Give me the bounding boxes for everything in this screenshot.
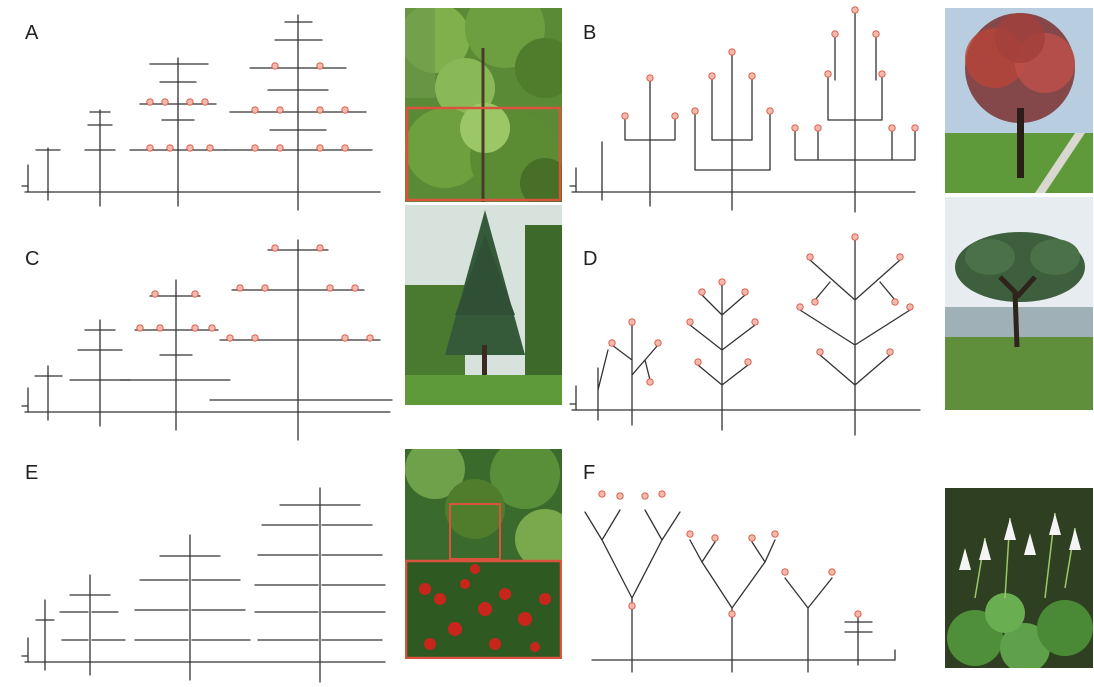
snowdrop-herb-photo-icon — [945, 488, 1093, 668]
panel-label-c: C — [25, 248, 39, 271]
broadleaf-canopy-photo-icon — [405, 8, 562, 202]
photo-d-umbrella-tree — [945, 197, 1093, 410]
model-e-drawing — [22, 488, 385, 682]
model-f-drawing — [585, 510, 895, 672]
photo-a-broadleaf — [405, 8, 562, 202]
umbrella-tree-photo-icon — [945, 197, 1093, 410]
model-f-buds — [599, 491, 861, 617]
photo-e-coffee — [405, 449, 562, 659]
model-b-buds — [622, 7, 918, 131]
panel-label-a: A — [25, 22, 38, 45]
conifer-tree-photo-icon — [405, 205, 562, 405]
model-d-drawing — [570, 240, 920, 435]
panel-label-d: D — [583, 248, 597, 271]
model-d-buds — [609, 234, 913, 385]
model-c-drawing — [22, 240, 392, 440]
panel-label-b: B — [583, 22, 596, 45]
photo-c-conifer — [405, 205, 562, 405]
model-c-buds — [137, 245, 373, 341]
red-flowering-tree-photo-icon — [945, 8, 1093, 193]
panel-label-f: F — [583, 462, 595, 485]
model-a-drawing — [22, 15, 380, 210]
photo-f-snowdrop — [945, 488, 1093, 668]
coffee-shrub-photo-icon — [405, 449, 562, 659]
photo-b-flowering-tree — [945, 8, 1093, 193]
model-a-buds — [147, 63, 348, 151]
model-b-drawing — [570, 12, 915, 212]
panel-label-e: E — [25, 462, 38, 485]
